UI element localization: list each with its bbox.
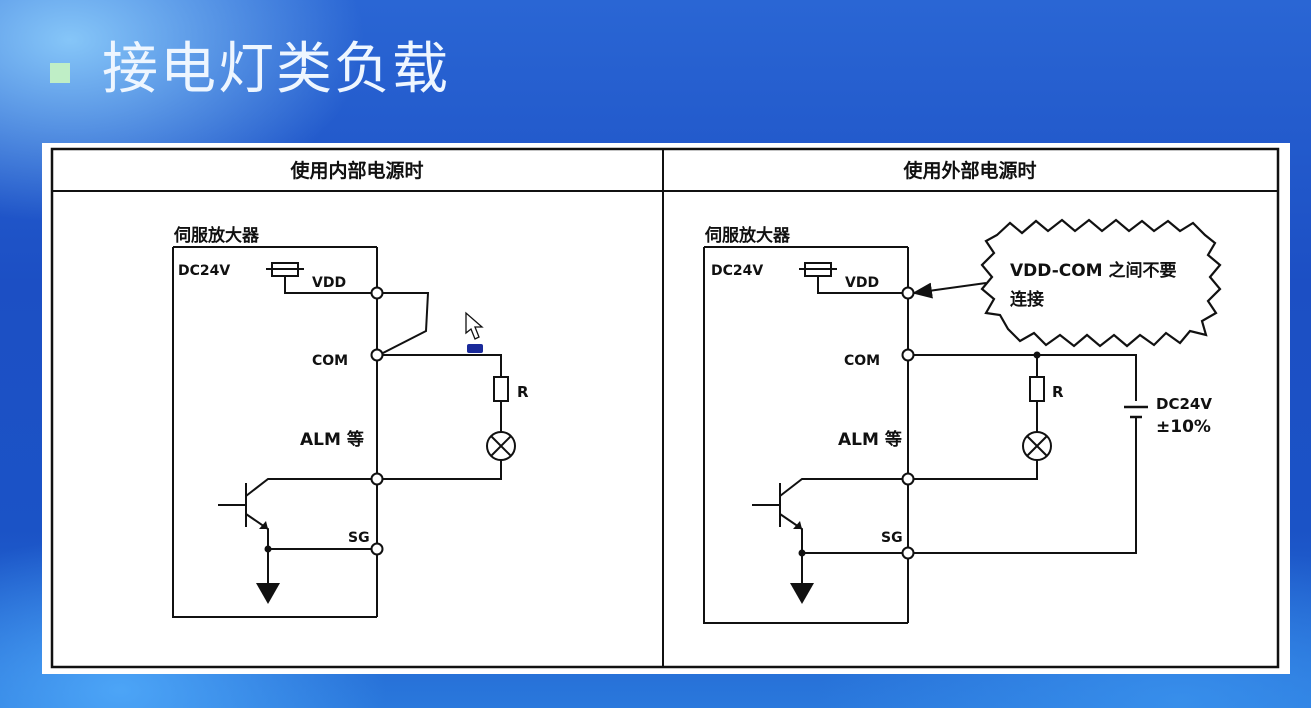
right-terminals <box>901 286 915 560</box>
right-ground-icon <box>790 583 814 604</box>
left-com-label: COM <box>312 353 348 369</box>
right-emitter-arrow <box>793 521 802 529</box>
wiring-figure: 使用内部电源时 使用外部电源时 <box>42 143 1290 674</box>
right-r-label: R <box>1052 383 1064 401</box>
left-emitter-arrow <box>259 521 268 529</box>
left-dc-label: DC24V <box>178 263 230 279</box>
right-com-label: COM <box>844 353 880 369</box>
left-junction-emitter <box>264 545 272 553</box>
bullet-square <box>50 63 70 83</box>
right-circuit <box>703 218 1222 624</box>
left-header: 使用内部电源时 <box>289 159 423 182</box>
right-sg-label: SG <box>881 530 903 546</box>
left-alm-label: ALM 等 <box>300 429 364 450</box>
wiring-diagram: 使用内部电源时 使用外部电源时 <box>50 147 1280 669</box>
right-dc-label: DC24V <box>711 263 763 279</box>
right-alm-label: ALM 等 <box>838 429 902 450</box>
right-header: 使用外部电源时 <box>902 159 1036 182</box>
right-junction-emitter <box>798 549 806 557</box>
right-vdd-label: VDD <box>845 275 879 291</box>
mouse-pointer-icon <box>465 311 484 353</box>
table-frame <box>50 147 1280 669</box>
left-vdd-label: VDD <box>312 275 346 291</box>
left-amp-label: 伺服放大器 <box>173 225 260 246</box>
slide-header: 接电灯类负载 <box>0 0 1311 140</box>
left-ground-icon <box>256 583 280 604</box>
right-amp-label: 伺服放大器 <box>704 225 791 246</box>
left-sg-label: SG <box>348 530 370 546</box>
callout-line2: 连接 <box>1010 289 1044 310</box>
left-r-label: R <box>517 383 529 401</box>
supply-label-tolerance: ±10% <box>1156 417 1211 437</box>
left-terminals <box>370 286 384 556</box>
right-junction-com <box>1033 351 1041 359</box>
supply-label-voltage: DC24V <box>1156 395 1212 413</box>
left-circuit <box>172 246 516 618</box>
callout-line1: VDD-COM 之间不要 <box>1010 260 1177 281</box>
slide-title: 接电灯类负载 <box>102 37 450 102</box>
